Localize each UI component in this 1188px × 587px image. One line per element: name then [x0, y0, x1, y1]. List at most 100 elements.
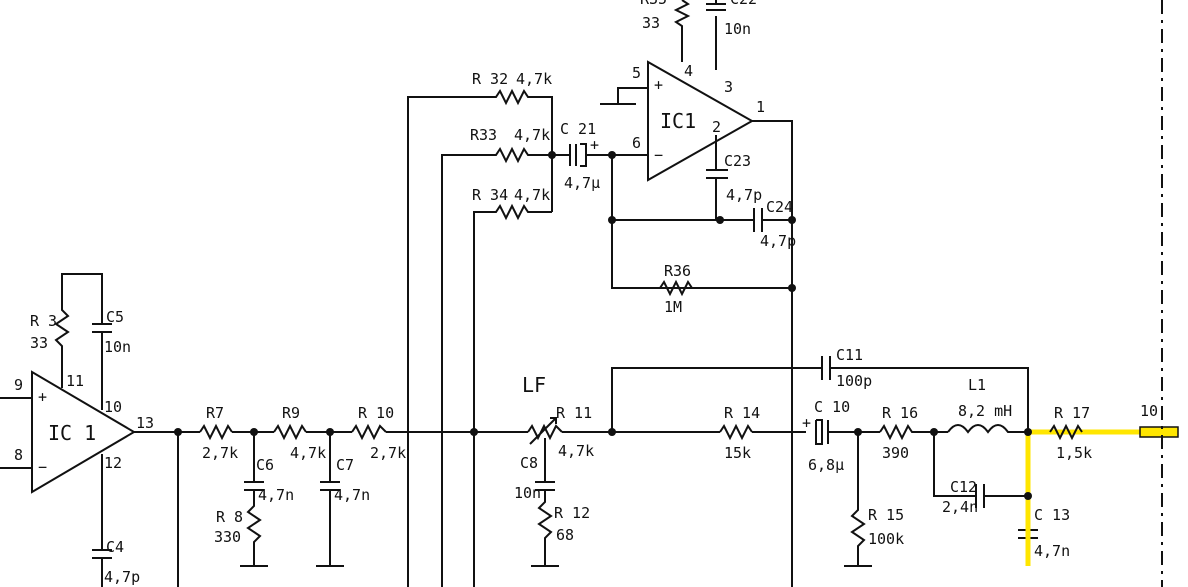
r32-ref: R 32 — [472, 70, 508, 88]
c7-branch — [316, 432, 344, 567]
r35-resistor — [673, 0, 691, 32]
l1-value: 8,2 mH — [958, 402, 1012, 420]
r35-ref: R35 — [640, 0, 667, 8]
r3-value: 33 — [30, 334, 48, 352]
r32-value: 4,7k — [516, 70, 552, 88]
c6-ref: C6 — [256, 456, 274, 474]
r14-ref: R 14 — [724, 404, 760, 422]
svg-text:−: − — [38, 458, 47, 476]
c11-ref: C11 — [836, 346, 863, 364]
r34-value: 4,7k — [514, 186, 550, 204]
c13-value: 4,7n — [1034, 542, 1070, 560]
r33-line — [441, 146, 552, 587]
r36-value: 1M — [664, 298, 682, 316]
r8-value: 330 — [214, 528, 241, 546]
c21-capacitor — [552, 143, 612, 167]
opamp-ic1-left: IC 1 + − 9 8 11 10 12 13 — [14, 370, 154, 494]
r15-ref: R 15 — [868, 506, 904, 524]
output-connector-pin — [1139, 426, 1179, 438]
r36-resistor — [659, 279, 693, 297]
c24-ref: C24 — [766, 198, 793, 216]
r14-resistor — [719, 423, 753, 441]
c21-ref: C 21 — [560, 120, 596, 138]
r9-ref: R9 — [282, 404, 300, 422]
c8-value: 10n — [514, 484, 541, 502]
r7-resistor — [199, 423, 233, 441]
r15-branch — [844, 432, 872, 567]
r12-ref: R 12 — [554, 504, 590, 522]
c11-bypass — [611, 356, 1029, 432]
c24-value: 4,7p — [760, 232, 796, 250]
r16-value: 390 — [882, 444, 909, 462]
r33-value: 4,7k — [514, 126, 550, 144]
r11-ref: R 11 — [556, 404, 592, 422]
svg-text:11: 11 — [66, 372, 84, 390]
svg-text:5: 5 — [632, 64, 641, 82]
r17-resistor — [1049, 423, 1083, 441]
r7-value: 2,7k — [202, 444, 238, 462]
r16-ref: R 16 — [882, 404, 918, 422]
c12-value: 2,4n — [942, 498, 978, 516]
r10-ref: R 10 — [358, 404, 394, 422]
wire-pin2-c23 — [706, 135, 728, 220]
c7-ref: C7 — [336, 456, 354, 474]
c21-value: 4,7µ — [564, 174, 600, 192]
r35-value: 33 — [642, 14, 660, 32]
svg-text:12: 12 — [104, 454, 122, 472]
r3-ref: R 3 — [30, 312, 57, 330]
c24-capacitor — [753, 208, 763, 232]
r36-ref: R36 — [664, 262, 691, 280]
svg-text:13: 13 — [136, 414, 154, 432]
c11-value: 100p — [836, 372, 872, 390]
c10-polarity: + — [802, 414, 811, 432]
svg-text:IC 1: IC 1 — [48, 421, 96, 445]
l1-inductor — [947, 424, 1028, 434]
lf-label: LF — [522, 373, 546, 397]
svg-text:9: 9 — [14, 376, 23, 394]
svg-text:4: 4 — [684, 62, 693, 80]
r12-value: 68 — [556, 526, 574, 544]
c7-value: 4,7n — [334, 486, 370, 504]
r16-resistor — [879, 423, 948, 441]
r11-potentiometer — [527, 417, 563, 445]
c8-ref: C8 — [520, 454, 538, 472]
r9-value: 4,7k — [290, 444, 326, 462]
wire-pin3-c22 — [706, 0, 726, 70]
c23-value: 4,7p — [726, 186, 762, 204]
svg-text:−: − — [654, 146, 663, 164]
c21-polarity: + — [590, 136, 599, 154]
junction-dots — [174, 151, 1032, 500]
svg-text:6: 6 — [632, 134, 641, 152]
svg-text:+: + — [654, 76, 663, 94]
c12-ref: C12 — [950, 478, 977, 496]
r9-resistor — [273, 423, 307, 441]
r15-value: 100k — [868, 530, 904, 548]
r7-ref: R7 — [206, 404, 224, 422]
svg-text:2: 2 — [712, 118, 721, 136]
r3-c5-network — [54, 273, 112, 410]
c6-r8-branch — [240, 432, 268, 567]
opamp-ic1-top: IC1 + − 5 6 4 3 2 1 — [632, 60, 765, 182]
c22-ref: C22 — [730, 0, 757, 8]
r17-ref: R 17 — [1054, 404, 1090, 422]
r10-resistor — [351, 423, 387, 441]
c4-value: 4,7p — [104, 568, 140, 586]
c4-ref: C4 — [106, 538, 124, 556]
r10-value: 2,7k — [370, 444, 406, 462]
svg-text:8: 8 — [14, 446, 23, 464]
c5-value: 10n — [104, 338, 131, 356]
svg-text:1: 1 — [756, 98, 765, 116]
c23-ref: C23 — [724, 152, 751, 170]
svg-text:3: 3 — [724, 78, 733, 96]
l1-ref: L1 — [968, 376, 986, 394]
c8-r12-branch — [531, 438, 559, 567]
connector-label: 10 — [1140, 402, 1158, 420]
wire-pin5-ground — [600, 87, 648, 105]
c10-value: 6,8µ — [808, 456, 844, 474]
c6-value: 4,7n — [258, 486, 294, 504]
svg-text:+: + — [38, 388, 47, 406]
r33-ref: R33 — [470, 126, 497, 144]
r34-ref: R 34 — [472, 186, 508, 204]
r14-value: 15k — [724, 444, 751, 462]
